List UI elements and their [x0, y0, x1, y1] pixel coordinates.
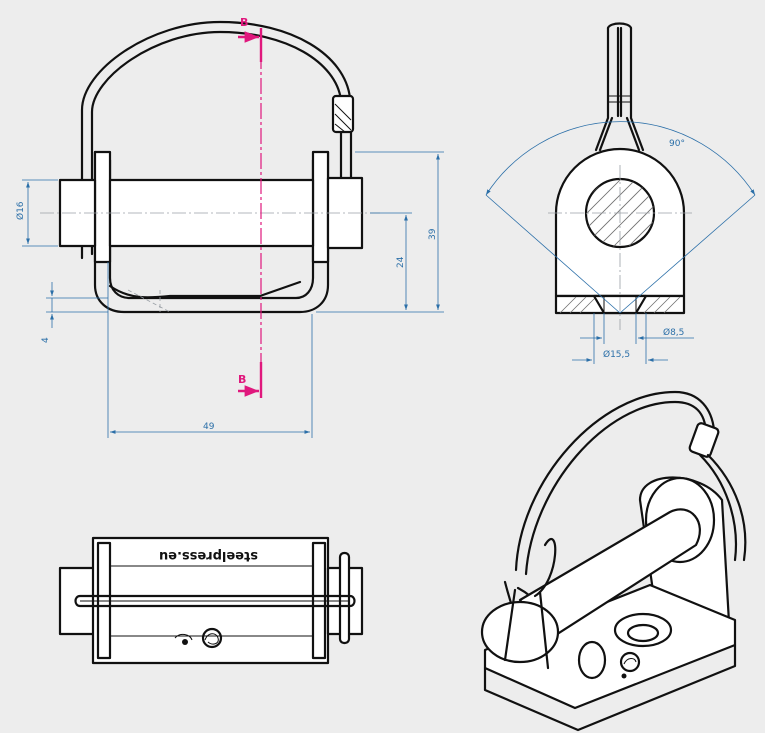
dim-total-height: 39 — [428, 228, 438, 240]
engraved-logo-icon — [174, 627, 223, 649]
dim-small-hole: Ø8,5 — [663, 327, 684, 338]
bail-wire-outer — [80, 20, 352, 260]
side-view: 90° Ø8,5 Ø15,5 — [485, 22, 756, 364]
section-label-bottom: B — [238, 373, 246, 386]
dim-countersink-angle: 90° — [669, 139, 685, 149]
dim-axis-height: 24 — [396, 256, 406, 268]
iso-roller — [518, 508, 701, 642]
top-bail-clip — [338, 551, 351, 645]
dim-large-hole: Ø15,5 — [603, 349, 630, 360]
bracket-left-plate — [93, 150, 112, 264]
section-label-top: B — [240, 16, 248, 29]
bail-wire-inner — [90, 30, 343, 256]
top-view: steelpress.eu — [58, 536, 364, 665]
isometric-view — [480, 390, 747, 732]
top-bail-wire — [74, 594, 356, 608]
dim-width: 49 — [203, 422, 215, 432]
iso-logo-icon — [619, 651, 641, 679]
dim-base-thickness: 4 — [41, 337, 51, 343]
bail-clip — [331, 94, 355, 134]
iso-base — [483, 583, 737, 710]
bracket-right-plate — [311, 150, 330, 264]
iso-bail-clip — [688, 422, 720, 458]
iso-hole-large — [613, 612, 673, 648]
bracket-body — [93, 150, 330, 314]
engraving-text: steelpress.eu — [159, 548, 258, 563]
front-view: B B Ø16 39 24 4 49 — [15, 16, 444, 438]
dim-pin-diameter: Ø16 — [15, 201, 26, 220]
iso-pin-head — [480, 600, 560, 664]
